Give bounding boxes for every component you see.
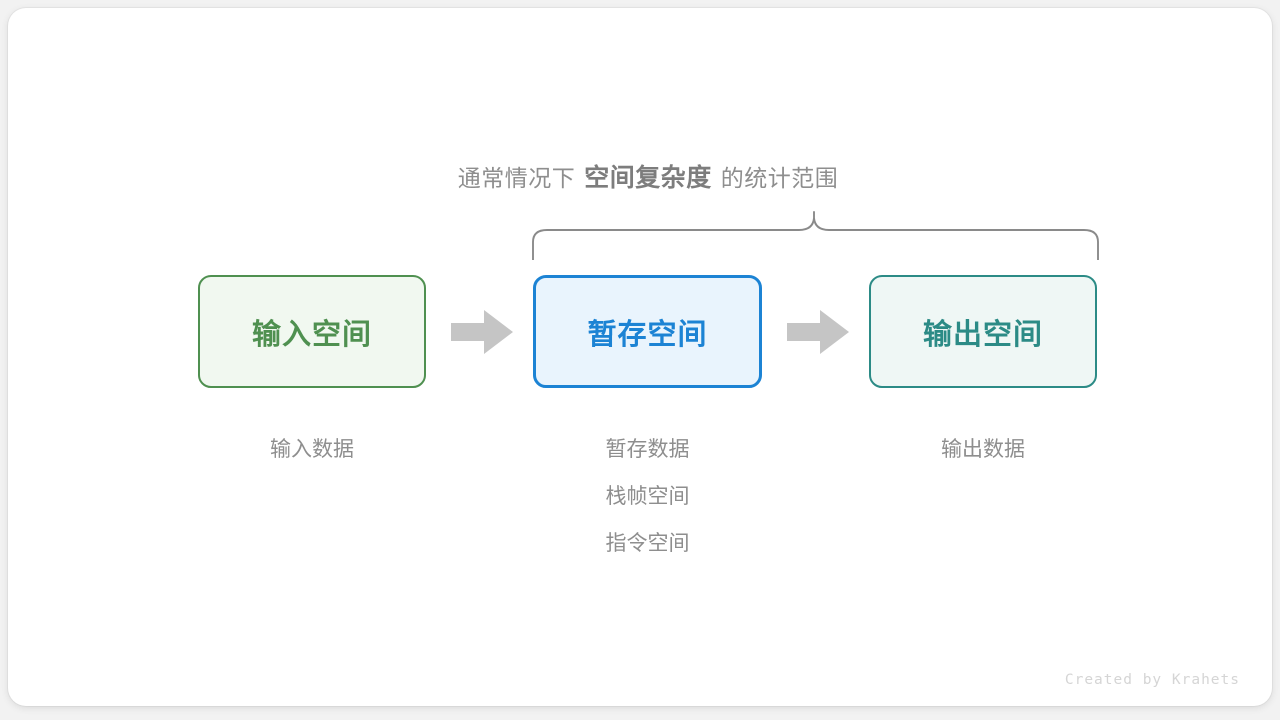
- scope-brace: [523, 204, 1108, 261]
- brace-icon: [532, 211, 1099, 261]
- caption-output: 输出数据: [869, 426, 1097, 473]
- caption-temp-line-2: 栈帧空间: [605, 485, 690, 508]
- right-arrow-icon: [787, 310, 849, 354]
- right-arrow-icon: [451, 310, 513, 354]
- scope-heading: 通常情况下空间复杂度的统计范围: [8, 158, 1280, 194]
- slide-card: 通常情况下空间复杂度的统计范围 输入空间 暂存空间 输出空间 输入数据: [8, 8, 1272, 706]
- arrow-temp-to-output: [787, 310, 849, 354]
- caption-output-line-1: 输出数据: [941, 438, 1025, 461]
- arrow-input-to-temp: [451, 310, 513, 354]
- watermark-credit: Created by Krahets: [1064, 672, 1240, 688]
- caption-temp-line-3: 指令空间: [605, 532, 690, 555]
- heading-emphasis: 空间复杂度: [584, 164, 712, 192]
- caption-temp-line-1: 暂存数据: [605, 438, 690, 461]
- box-output-space[interactable]: 输出空间: [869, 275, 1097, 388]
- heading-suffix: 的统计范围: [720, 165, 839, 191]
- caption-input: 输入数据: [198, 426, 426, 473]
- box-input-space[interactable]: 输入空间: [198, 275, 426, 388]
- caption-temp: 暂存数据 栈帧空间 指令空间: [533, 426, 762, 567]
- caption-input-line-1: 输入数据: [270, 438, 354, 461]
- box-temp-space[interactable]: 暂存空间: [533, 275, 762, 388]
- heading-prefix: 通常情况下: [457, 165, 576, 191]
